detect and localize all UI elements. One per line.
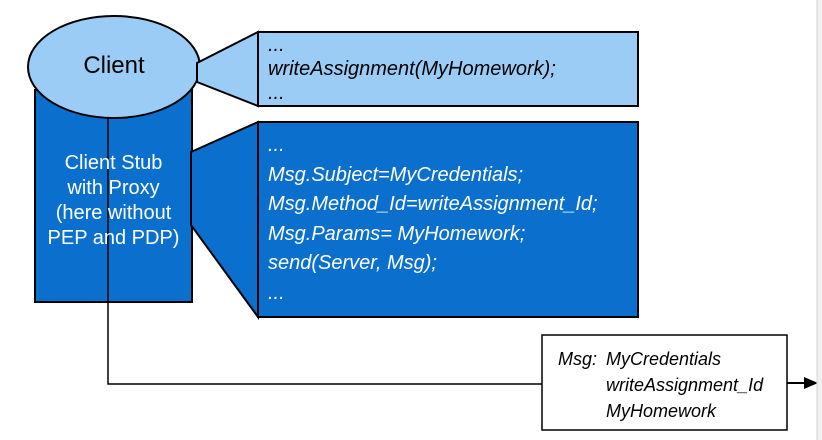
code-line: Msg.Method_Id=writeAssignment_Id; bbox=[268, 193, 598, 215]
client-stub-label: Client Stub with Proxy (here without PEP… bbox=[35, 151, 192, 251]
code-line: ... bbox=[268, 82, 285, 104]
stub-code-callout-box bbox=[257, 121, 639, 318]
client-code-callout-box bbox=[257, 31, 639, 107]
code-line: ... bbox=[268, 34, 285, 56]
code-line: send(Server, Msg); bbox=[268, 252, 437, 274]
client-stub-box bbox=[34, 89, 193, 303]
code-line: ... bbox=[268, 134, 285, 156]
client-stub-label-line: PEP and PDP) bbox=[47, 227, 180, 249]
client-stub-label-line: with Proxy bbox=[67, 177, 160, 199]
message-value: writeAssignment_Id bbox=[606, 375, 764, 395]
stub-code-callout-pointer bbox=[190, 120, 259, 321]
message-box-content: Msg: MyCredentials writeAssignment_Id My… bbox=[558, 346, 763, 424]
outgoing-arrow-head bbox=[804, 377, 818, 389]
stub-code-text: ... Msg.Subject=MyCredentials; Msg.Metho… bbox=[268, 131, 598, 308]
code-line: Msg.Subject=MyCredentials; bbox=[268, 163, 524, 186]
message-value: MyHomework bbox=[606, 401, 717, 421]
code-line: ... bbox=[268, 281, 285, 304]
client-stub-label-line: Client Stub bbox=[64, 152, 163, 174]
message-values: MyCredentials writeAssignment_Id MyHomew… bbox=[606, 346, 763, 424]
connector-line bbox=[107, 67, 542, 385]
message-value: MyCredentials bbox=[606, 349, 722, 369]
message-box bbox=[541, 334, 788, 431]
code-line: writeAssignment(MyHomework); bbox=[268, 58, 556, 80]
client-code-callout-pointer bbox=[196, 30, 259, 108]
client-code-text: ... writeAssignment(MyHomework); ... bbox=[268, 33, 556, 105]
client-stub-label-line: (here without bbox=[55, 202, 172, 224]
window-edge-strip bbox=[817, 0, 822, 440]
code-line: Msg.Params= MyHomework; bbox=[268, 222, 526, 245]
client-label: Client bbox=[83, 52, 145, 79]
message-label: Msg: bbox=[558, 349, 598, 369]
